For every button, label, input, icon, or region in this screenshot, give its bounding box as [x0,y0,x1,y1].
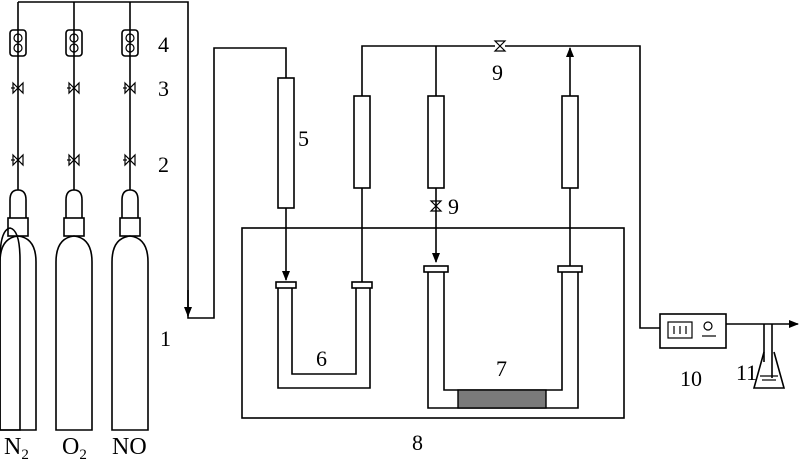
gas-cylinders [0,189,149,431]
label-9-top: 9 [492,60,503,85]
gas-label-n2: N2 [4,434,29,463]
valves-2 [11,153,136,167]
mass-flow-controllers-4 [9,29,139,57]
valve-9-top [493,40,507,52]
label-2: 2 [158,152,169,177]
furnace-box-8 [241,227,625,419]
return-line-6 [353,45,495,282]
cylinder-n2 [0,189,37,431]
gas-labels: N2 O2 NO [4,434,147,463]
absorption-bottle-11 [752,324,786,389]
cylinder-no [111,189,149,431]
number-labels: 4 3 2 1 5 6 7 8 9 9 10 11 [158,32,757,455]
cylinder-gas-lines [17,1,287,319]
label-3: 3 [158,76,169,101]
label-4: 4 [158,32,169,57]
valve-9-lower [429,200,443,212]
analyzer-10 [659,313,727,349]
label-10: 10 [680,366,702,391]
label-9-lower: 9 [448,194,459,219]
cylinder-o2 [55,189,93,431]
label-11: 11 [736,360,757,385]
gas-label-no: NO [112,434,147,460]
label-1: 1 [160,326,171,351]
u-tube-6 [275,281,373,389]
packed-tube-outlet [505,45,660,329]
packed-tube-5 [277,77,295,281]
label-6: 6 [316,346,327,371]
packed-tube-into-reactor [427,46,445,263]
label-7: 7 [496,356,507,381]
catalyst-bed [457,389,547,409]
u-tube-reactor-7 [423,265,583,409]
valves-3 [11,81,136,95]
label-5: 5 [298,126,309,151]
label-8: 8 [412,430,423,455]
gas-label-o2: O2 [62,434,87,463]
